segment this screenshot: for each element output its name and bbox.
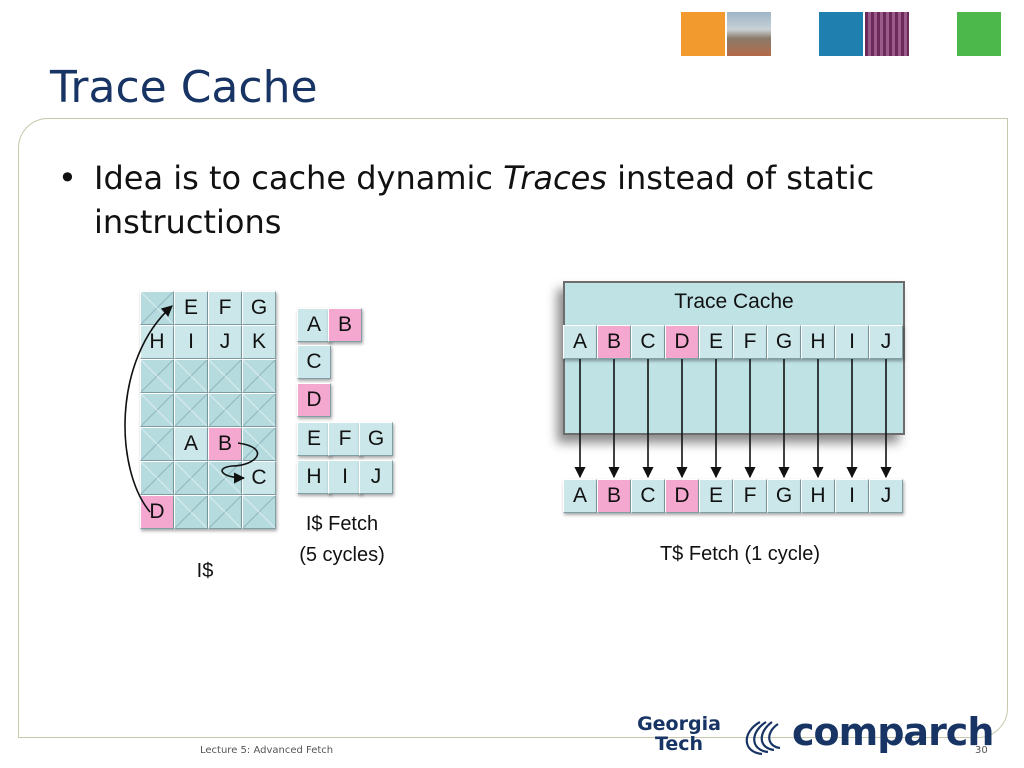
fetched-cell-c: C (631, 479, 665, 513)
icache-cell-f: F (208, 291, 242, 325)
icache-cell-empty (174, 495, 208, 529)
icache-cell-empty (208, 461, 242, 495)
ifetch-caption-line2: (5 cycles) (299, 544, 385, 566)
photo-thumbnail-building (727, 12, 771, 56)
trace-cache-cell-h: H (801, 325, 835, 359)
icache-cell-empty (242, 495, 276, 529)
trace-cache-cell-g: G (767, 325, 801, 359)
icache-cell-empty (140, 359, 174, 393)
icache-cell-empty (174, 359, 208, 393)
ifetch-cell-b: B (328, 308, 362, 342)
photo-thumbnail-chip (865, 12, 909, 56)
icache-cell-empty (242, 393, 276, 427)
trace-cache-cell-d: D (665, 325, 699, 359)
fetch-arrows (574, 359, 892, 479)
logo-line2: Tech (654, 733, 704, 755)
icache-cell-empty (174, 461, 208, 495)
fetched-cell-i: I (835, 479, 869, 513)
jump-arrow-b-to-c (221, 442, 259, 484)
trace-cache-cell-e: E (699, 325, 733, 359)
trace-cache-cell-i: I (835, 325, 869, 359)
icache-cell-c: C (242, 461, 276, 495)
fetched-cell-j: J (869, 479, 903, 513)
icache-caption: I$ (196, 560, 214, 582)
icache-cell-empty (208, 393, 242, 427)
icache-cell-empty (140, 393, 174, 427)
bullet-text-before: Idea is to cache dynamic (94, 159, 504, 197)
icache-cell-d: D (140, 495, 174, 529)
ifetch-cell-f: F (328, 422, 362, 456)
green-square-icon (957, 12, 1001, 56)
ifetch-cell-d: D (297, 383, 331, 417)
page-number: 30 (975, 745, 988, 756)
icache-cell-empty (174, 393, 208, 427)
ifetch-cell-a: A (297, 308, 331, 342)
bullet-text-after: instead of static instructions (94, 159, 875, 241)
fetched-cell-d: D (665, 479, 699, 513)
orange-square-icon (681, 12, 725, 56)
tcache-fetch-caption: T$ Fetch (1 cycle) (659, 543, 821, 565)
icache-cell-a: A (174, 427, 208, 461)
icache-cell-empty (140, 461, 174, 495)
icache-cell-empty (208, 359, 242, 393)
fetched-cell-b: B (597, 479, 631, 513)
icache-cell-empty (242, 359, 276, 393)
trace-cache-cell-f: F (733, 325, 767, 359)
fetched-cell-h: H (801, 479, 835, 513)
trace-cache-label: Trace Cache (674, 290, 794, 313)
footer-lecture: Lecture 5: Advanced Fetch (200, 745, 334, 756)
icache-cell-k: K (242, 325, 276, 359)
trace-cache-cell-c: C (631, 325, 665, 359)
logo-line1: Georgia (637, 713, 721, 735)
icache-cell-empty (140, 291, 174, 325)
slide-title: Trace Cache (50, 62, 318, 113)
fetched-cell-g: G (767, 479, 801, 513)
ifetch-cell-e: E (297, 422, 331, 456)
comparch-logo: comparch (792, 710, 994, 754)
bullet-emphasis: Traces (503, 159, 607, 197)
fetched-cell-e: E (699, 479, 733, 513)
ifetch-cell-j: J (359, 460, 393, 494)
icache-cell-i: I (174, 325, 208, 359)
ifetch-cell-g: G (359, 422, 393, 456)
ifetch-caption-line1: I$ Fetch (305, 513, 379, 535)
jump-arrow-d-to-e (124, 305, 173, 513)
bullet-dot-icon: • (58, 159, 77, 197)
icache-cell-empty (140, 427, 174, 461)
ifetch-cell-h: H (297, 460, 331, 494)
ifetch-cell-c: C (297, 345, 331, 379)
icache-cell-h: H (140, 325, 174, 359)
trace-cache-cell-j: J (869, 325, 903, 359)
icache-cell-j: J (208, 325, 242, 359)
fetched-cell-f: F (733, 479, 767, 513)
icache-cell-e: E (174, 291, 208, 325)
blue-square-icon (819, 12, 863, 56)
icache-cell-empty (242, 427, 276, 461)
trace-cache-cell-b: B (597, 325, 631, 359)
trace-cache-cell-a: A (563, 325, 597, 359)
icache-cell-empty (208, 495, 242, 529)
bullet-text: Idea is to cache dynamic Traces instead … (94, 156, 934, 244)
fetched-cell-a: A (563, 479, 597, 513)
icache-cell-g: G (242, 291, 276, 325)
